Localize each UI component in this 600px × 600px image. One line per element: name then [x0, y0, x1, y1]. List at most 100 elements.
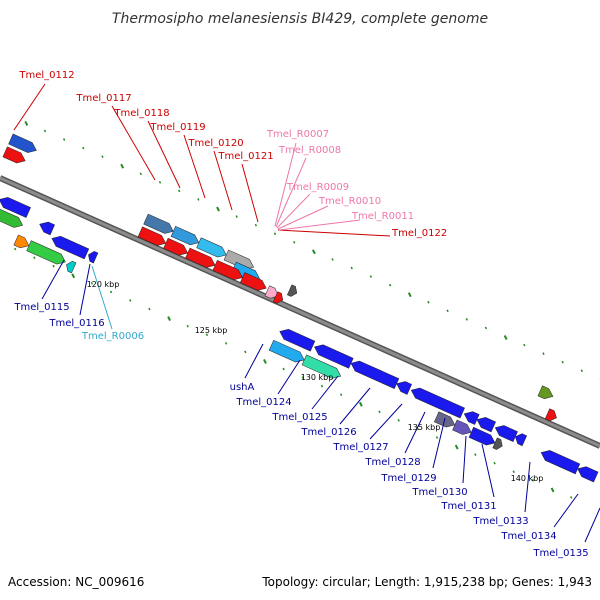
gene-arrow	[272, 291, 284, 304]
leader-line	[277, 229, 391, 237]
gene-arrow	[137, 226, 167, 246]
leader-line	[244, 343, 264, 379]
tick-mark	[167, 316, 171, 322]
tick-mark	[178, 189, 181, 193]
gene-arrow	[314, 344, 354, 369]
gene-arrow	[476, 417, 496, 433]
gene-arrow	[88, 251, 99, 264]
leader-line	[276, 193, 311, 229]
tick-mark	[43, 129, 47, 133]
gene-arrow	[264, 285, 279, 299]
leader-line	[147, 120, 181, 189]
genes-layer	[0, 133, 599, 483]
label-tmel-0126: Tmel_0126	[300, 427, 356, 438]
label-tmel-0118: Tmel_0118	[113, 108, 169, 119]
tick-mark	[52, 264, 55, 268]
label-tmel-0121: Tmel_0121	[217, 151, 273, 162]
tick-mark	[339, 393, 343, 397]
label-tmel-r0007: Tmel_R0007	[266, 129, 329, 140]
gene-arrow	[185, 247, 216, 268]
tick-mark	[120, 163, 125, 169]
leader-line	[524, 461, 531, 513]
gene-arrow	[8, 133, 37, 153]
gene-arrow	[577, 466, 599, 483]
accession-text: Accession: NC_009616	[8, 575, 144, 589]
leader-line	[339, 387, 371, 425]
leader-line	[275, 157, 307, 228]
label-tmel-0120: Tmel_0120	[187, 138, 243, 149]
gene-arrow	[410, 387, 465, 419]
tick-mark	[71, 273, 76, 279]
leader-line	[481, 443, 495, 498]
leader-line	[183, 134, 206, 199]
gene-arrow	[468, 426, 496, 446]
tick-mark	[435, 436, 439, 439]
label-tmel-r0010: Tmel_R0010	[318, 196, 381, 207]
leader-line	[41, 259, 65, 300]
gene-arrow	[537, 385, 554, 399]
tick-mark	[24, 120, 29, 126]
gene-arrow	[2, 146, 26, 164]
tick-mark	[139, 172, 143, 176]
gene-arrow	[494, 425, 518, 443]
label-tmel-0117: Tmel_0117	[75, 93, 131, 104]
leader-line	[111, 105, 156, 181]
label-tmel-0115: Tmel_0115	[13, 302, 69, 313]
label-tmel-r0011: Tmel_R0011	[351, 211, 414, 222]
leader-line	[274, 142, 297, 227]
tick-mark	[109, 290, 113, 294]
label-tmel-0133: Tmel_0133	[472, 516, 528, 527]
scale-label-125-kbp: 125 kbp	[195, 326, 228, 335]
tick-mark	[454, 444, 459, 450]
gene-arrow	[170, 225, 200, 246]
leader-line	[91, 265, 113, 330]
gene-arrow	[396, 381, 412, 395]
label-tmel-r0006: Tmel_R0006	[81, 331, 144, 342]
tick-mark	[397, 419, 400, 422]
leader-line	[584, 507, 600, 543]
scale-label-130-kbp: 130 kbp	[301, 373, 334, 382]
tick-mark	[446, 309, 449, 313]
leader-line	[462, 435, 467, 484]
gene-arrow	[279, 328, 316, 352]
gene-arrow	[13, 234, 30, 249]
tick-mark	[369, 275, 373, 278]
leader-line	[277, 359, 301, 395]
gene-arrow	[492, 437, 503, 450]
tick-mark	[186, 324, 189, 328]
tick-mark	[301, 376, 304, 379]
tick-mark	[523, 343, 526, 347]
label-tmel-0128: Tmel_0128	[364, 457, 420, 468]
tick-mark	[224, 341, 228, 345]
leader-line	[404, 411, 426, 454]
leader-lines-layer	[13, 83, 600, 543]
leader-line	[278, 219, 361, 231]
gene-arrow	[39, 221, 55, 236]
tick-mark	[205, 333, 209, 337]
leader-line	[277, 205, 329, 230]
tick-mark	[331, 258, 334, 261]
tick-mark	[14, 247, 17, 251]
tick-mark	[484, 326, 488, 330]
tick-mark	[531, 478, 535, 482]
gene-arrow	[452, 419, 472, 435]
gene-arrow	[515, 433, 528, 447]
label-tmel-0131: Tmel_0131	[440, 501, 496, 512]
scale-label-135-kbp: 135 kbp	[408, 423, 441, 432]
tick-mark	[90, 282, 94, 285]
topology-text: Topology: circular; Length: 1,915,238 bp…	[261, 575, 592, 589]
tick-mark	[282, 367, 285, 371]
gene-arrow	[26, 240, 66, 265]
tick-mark	[197, 198, 200, 201]
tick-mark	[62, 138, 66, 141]
leader-line	[369, 403, 403, 440]
tick-mark	[263, 358, 267, 364]
leader-line	[79, 263, 91, 316]
tick-mark	[512, 470, 515, 474]
gene-arrow	[212, 259, 243, 280]
tick-mark	[358, 401, 363, 407]
tick-mark	[312, 249, 316, 255]
label-tmel-0116: Tmel_0116	[48, 318, 104, 329]
